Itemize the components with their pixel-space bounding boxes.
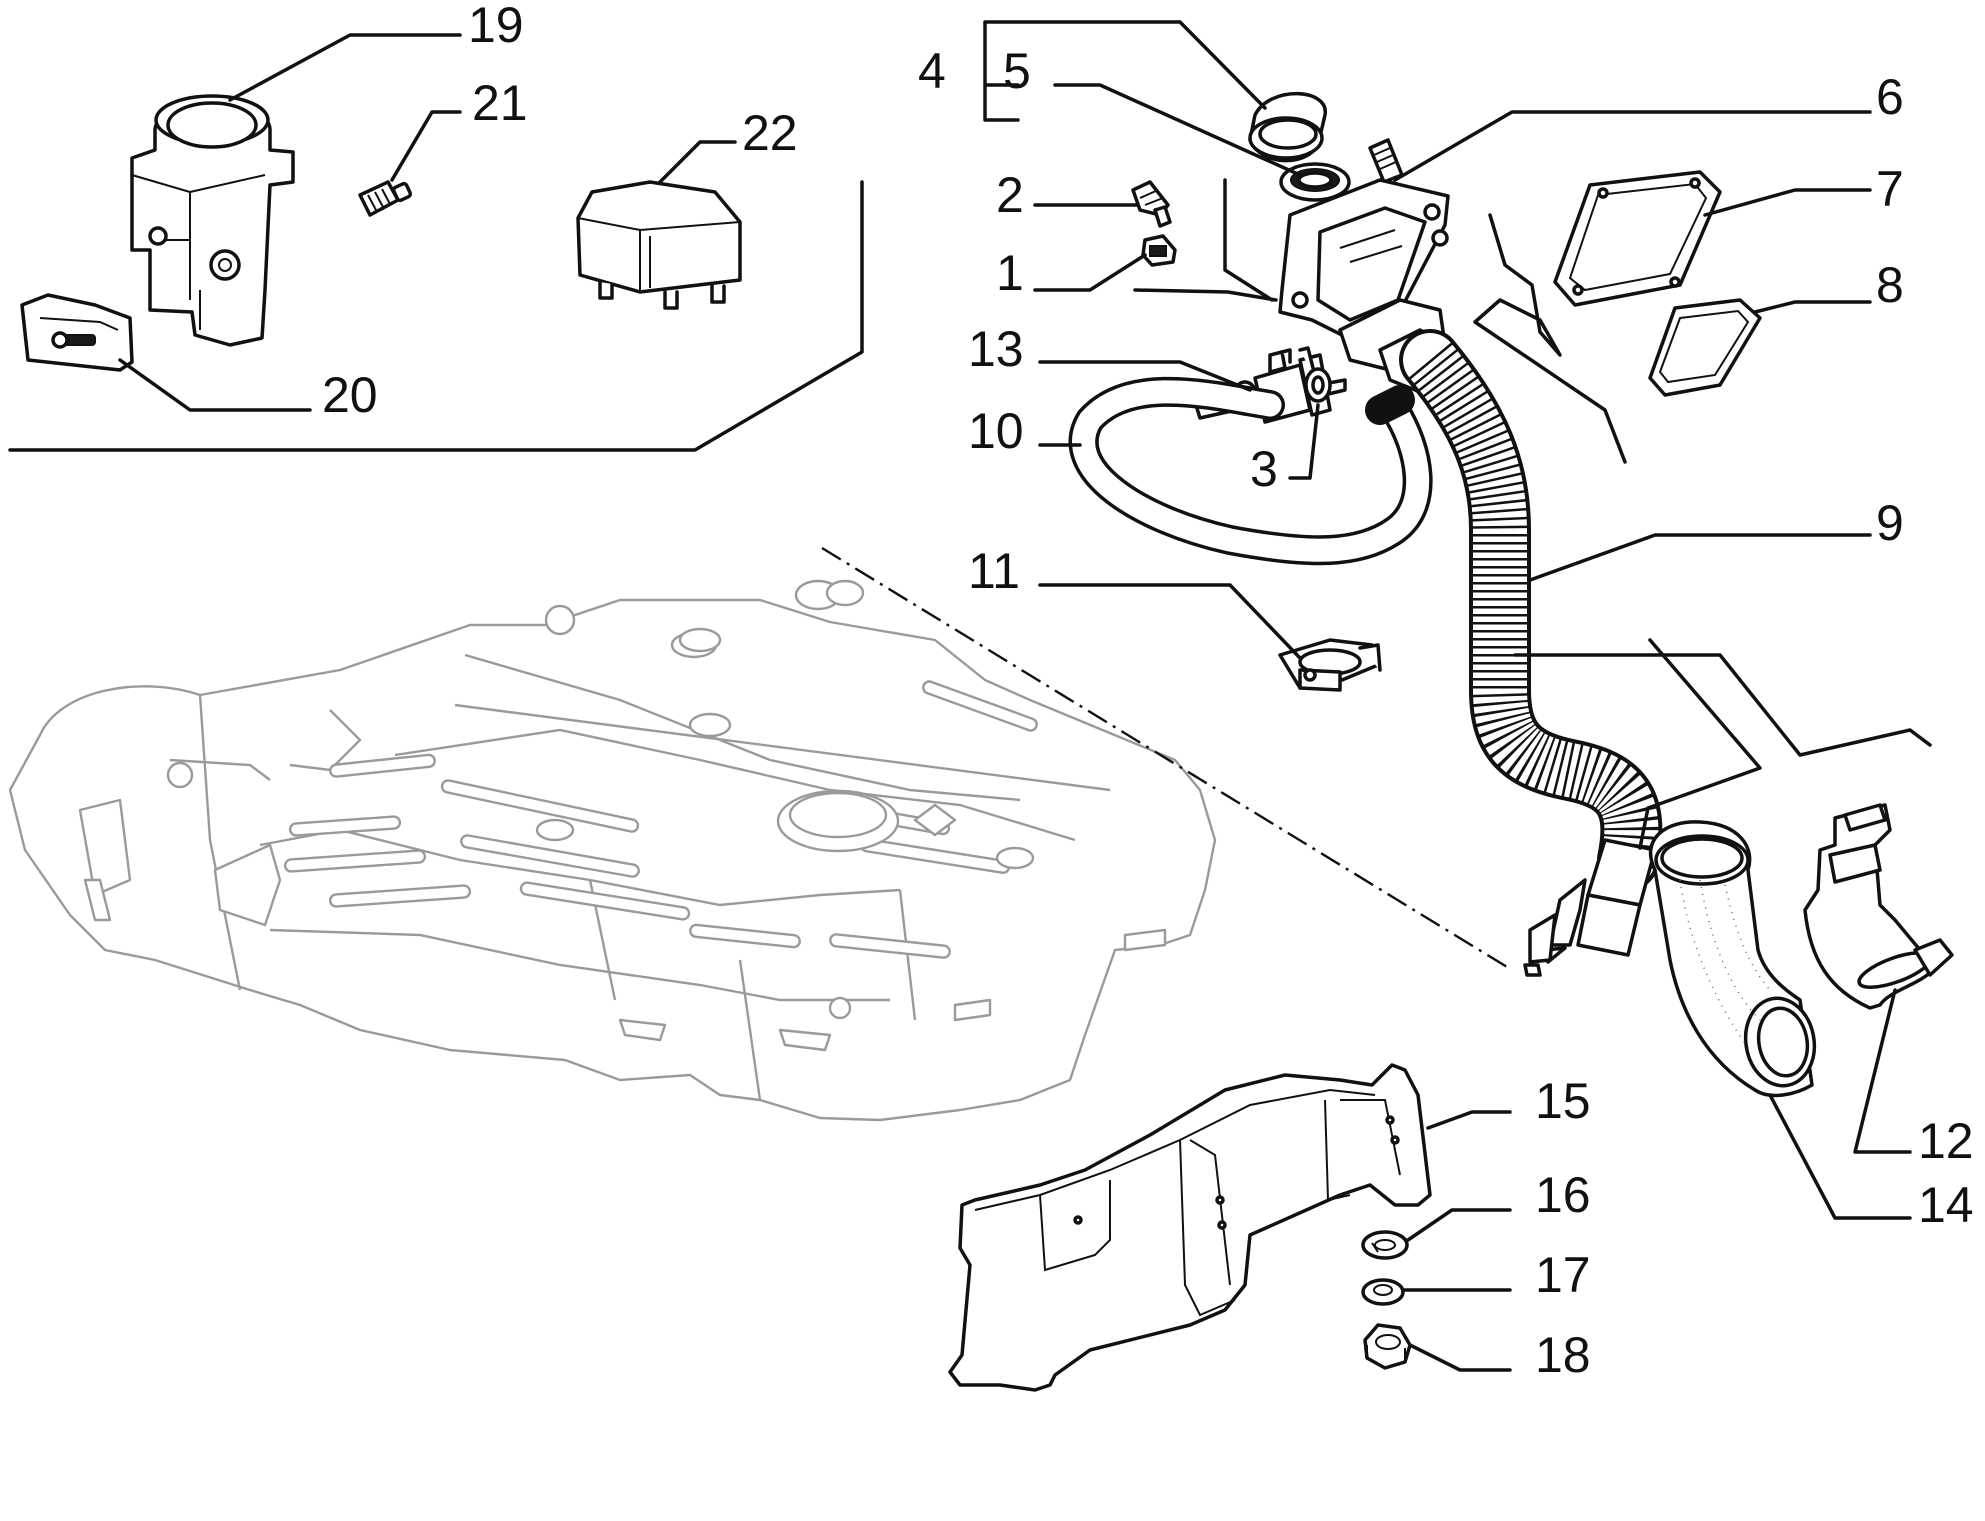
callout-16: 16 <box>1535 1167 1591 1223</box>
callout-7: 7 <box>1876 161 1904 217</box>
callout-8: 8 <box>1876 257 1904 313</box>
callout-21: 21 <box>472 75 528 131</box>
leader-1 <box>1033 253 1147 292</box>
leader-5 <box>1053 83 1302 177</box>
leader-lines <box>118 20 1912 1372</box>
leader-16 <box>1406 1208 1512 1242</box>
part-17-flat-washer <box>1361 1278 1405 1306</box>
part-8-gasket <box>1648 298 1762 397</box>
leader-7 <box>1703 188 1872 217</box>
leader-19 <box>228 33 462 102</box>
inset-frame-line <box>8 180 864 452</box>
leader-9 <box>1528 533 1872 582</box>
elbow-frame-line <box>1513 638 1932 850</box>
fuel-tank <box>8 579 1217 1122</box>
callout-20: 20 <box>322 367 378 423</box>
callout-2: 2 <box>996 167 1024 223</box>
part-20-clip <box>20 293 134 372</box>
callout-numbers: 19 21 22 20 4 5 6 7 8 2 1 13 10 3 9 11 1… <box>322 0 1974 1383</box>
part-2-screw <box>1131 180 1172 228</box>
callout-22: 22 <box>742 105 798 161</box>
callout-12: 12 <box>1918 1113 1974 1169</box>
callout-13: 13 <box>968 321 1024 377</box>
leader-11 <box>1038 583 1302 660</box>
callout-4: 4 <box>918 43 946 99</box>
part-16-spring-washer <box>1361 1230 1409 1260</box>
callout-6: 6 <box>1876 69 1904 125</box>
leader-22 <box>658 140 737 184</box>
part-6-vent-screw <box>1368 138 1404 184</box>
leader-14 <box>1768 1093 1912 1220</box>
part-9-filler-hose <box>1399 329 1663 977</box>
part-18-nut <box>1363 1323 1412 1370</box>
leader-20 <box>118 358 312 412</box>
filler-guide-line <box>821 546 1513 972</box>
part-7-gasket <box>1553 170 1722 307</box>
leader-3 <box>1288 403 1320 480</box>
part-10-vent-hose <box>1068 376 1433 566</box>
part-19-sensor-housing <box>130 94 295 347</box>
part-14-elbow-hose <box>1648 820 1817 1098</box>
part-21-bolt <box>358 180 413 217</box>
part-11-clamp <box>1278 638 1382 692</box>
callout-18: 18 <box>1535 1327 1591 1383</box>
leader-4-bracket <box>983 20 1267 122</box>
callout-11: 11 <box>968 543 1020 599</box>
leader-8 <box>1753 300 1872 314</box>
leader-21 <box>390 110 462 182</box>
callout-1: 1 <box>996 245 1024 301</box>
leader-12 <box>1853 988 1912 1154</box>
callout-9: 9 <box>1876 495 1904 551</box>
callout-10: 10 <box>968 403 1024 459</box>
part-12-shaped-elbow <box>1803 803 1954 1010</box>
part-4-filler-ring <box>1248 91 1327 163</box>
callout-17: 17 <box>1535 1247 1591 1303</box>
leader-6 <box>1393 110 1872 182</box>
part-15-heat-shield <box>948 1063 1432 1392</box>
guide-lines-7-8 <box>1473 213 1627 464</box>
part-22-relay-box <box>576 180 742 310</box>
callout-5: 5 <box>1003 43 1031 99</box>
part-3-washer <box>1304 367 1332 403</box>
leader-15 <box>1426 1110 1512 1130</box>
callout-15: 15 <box>1535 1073 1591 1129</box>
leader-flange <box>1133 178 1278 302</box>
callout-14: 14 <box>1918 1177 1974 1233</box>
leader-18 <box>1408 1343 1512 1372</box>
callout-3: 3 <box>1250 441 1278 497</box>
leader-13 <box>1038 360 1252 392</box>
part-1-clip <box>1141 234 1177 267</box>
callout-19: 19 <box>468 0 524 53</box>
